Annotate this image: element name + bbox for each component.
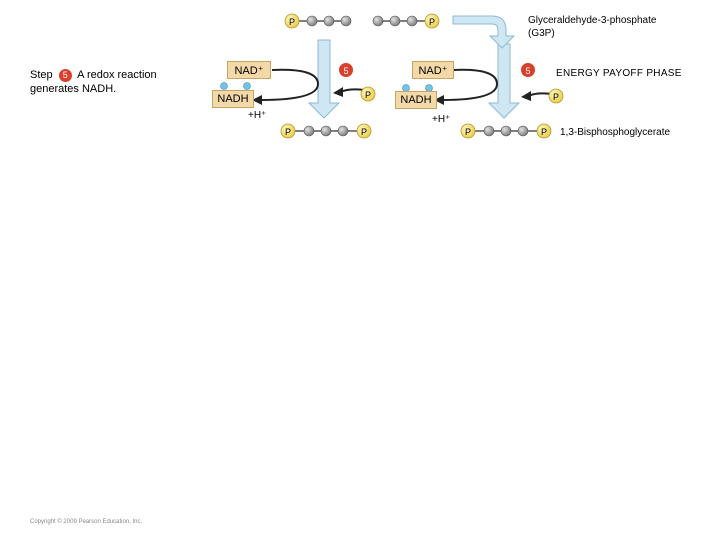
nad-plus-box-left: NAD⁺	[227, 61, 271, 79]
nadh-box-right: NADH	[395, 91, 437, 109]
g3p-molecule-right	[372, 15, 432, 27]
nadh-electron-dots-left	[220, 82, 251, 90]
step-label: Step 5 A redox reaction	[30, 68, 157, 82]
step-description-line2: generates NADH.	[30, 83, 117, 95]
reaction-arrow-left	[307, 39, 341, 119]
redox-curve-right	[434, 68, 552, 105]
step-description: A redox reaction	[77, 69, 157, 81]
phosphate-icon: P	[424, 13, 440, 29]
nad-plus-box-right: NAD⁺	[412, 61, 454, 79]
svg-text:P: P	[285, 127, 291, 137]
svg-text:5: 5	[343, 66, 348, 76]
phase-label: ENERGY PAYOFF PHASE	[556, 68, 682, 79]
bpg-molecule-right	[468, 125, 544, 137]
nadh-box-left: NADH	[212, 90, 254, 108]
svg-text:P: P	[465, 127, 471, 137]
g3p-entry-arrow	[452, 15, 516, 49]
redox-curve-left	[252, 68, 365, 105]
phosphate-icon: P	[280, 123, 296, 139]
bpg-molecule-left	[288, 125, 364, 137]
step-word: Step	[30, 69, 53, 81]
svg-text:P: P	[429, 17, 435, 27]
g3p-label: Glyceraldehyde-3-phosphate	[528, 15, 657, 26]
h-plus-right: +H⁺	[432, 114, 450, 125]
phosphate-icon: P	[360, 86, 376, 102]
copyright-text: Copyright © 2009 Pearson Education, Inc.	[30, 518, 142, 525]
reaction-arrow-right	[487, 43, 521, 119]
svg-text:P: P	[365, 90, 371, 100]
step-badge-left: 5	[339, 63, 353, 77]
svg-text:P: P	[289, 17, 295, 27]
phosphate-icon: P	[460, 123, 476, 139]
svg-text:5: 5	[525, 66, 530, 76]
phosphate-icon: P	[536, 123, 552, 139]
svg-text:P: P	[541, 127, 547, 137]
bpg-label: 1,3-Bisphosphoglycerate	[560, 127, 671, 138]
phosphate-icon: P	[356, 123, 372, 139]
g3p-abbrev: (G3P)	[528, 28, 555, 39]
h-plus-left: +H⁺	[248, 110, 266, 121]
svg-text:P: P	[361, 127, 367, 137]
phosphate-icon: P	[284, 13, 300, 29]
g3p-molecule-left	[293, 15, 352, 27]
step-number-badge: 5	[58, 69, 72, 82]
svg-text:P: P	[553, 92, 559, 102]
phosphate-icon: P	[548, 88, 564, 104]
step-badge-right: 5	[521, 63, 535, 77]
